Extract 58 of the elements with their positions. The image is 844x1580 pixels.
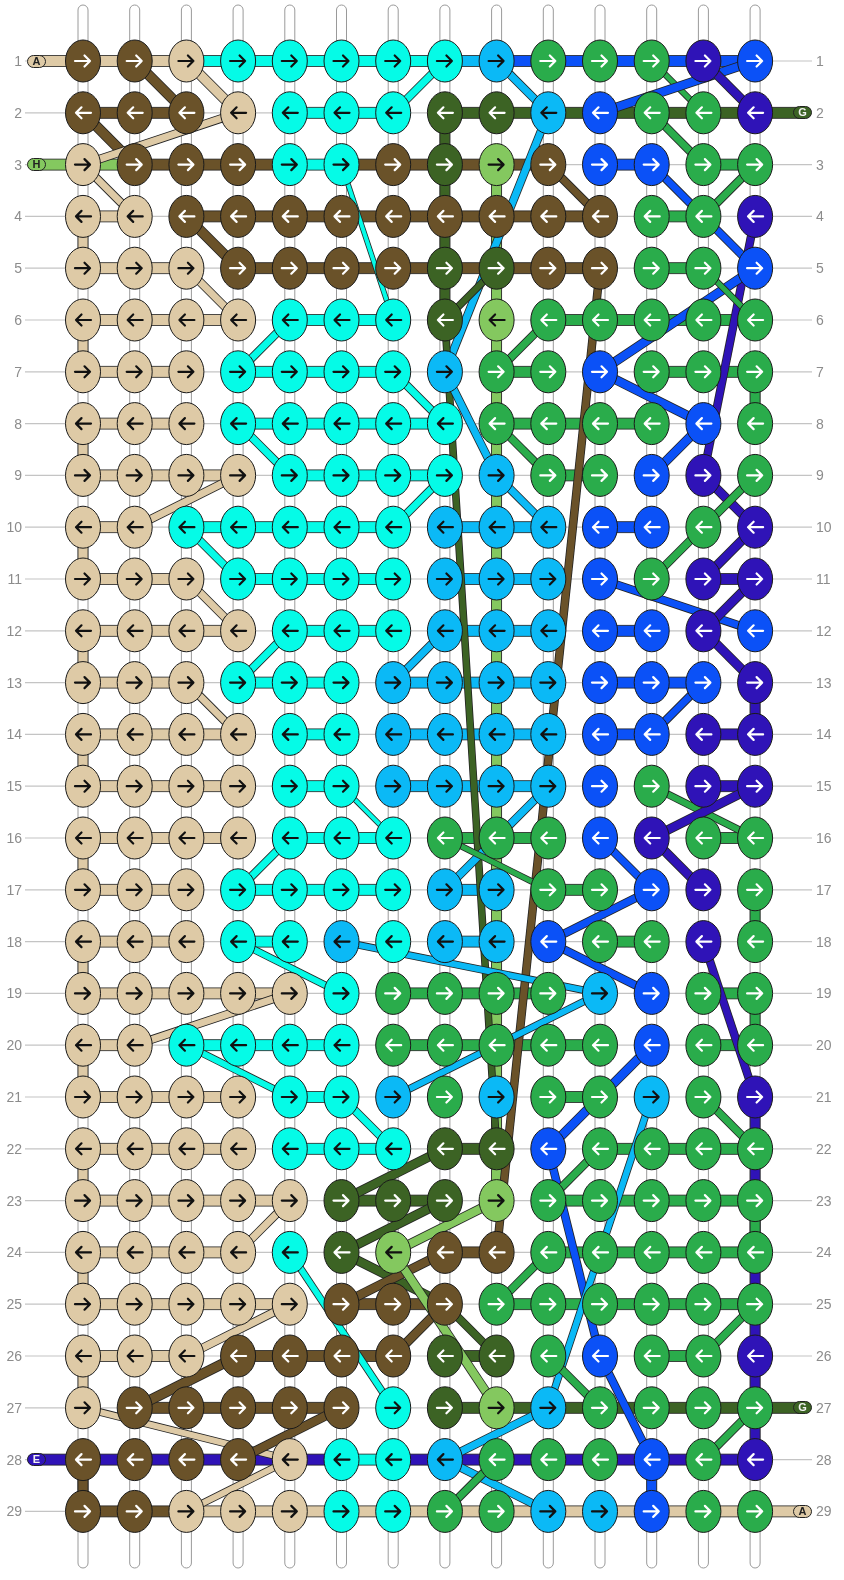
row-number: 26 [6, 1347, 22, 1365]
row-number: 1 [816, 52, 824, 70]
row-number: 8 [816, 414, 824, 433]
row-number: 10 [6, 518, 22, 537]
row-number: 22 [6, 1139, 22, 1158]
row-number: 21 [816, 1088, 832, 1106]
row-number: 24 [816, 1243, 832, 1262]
row-number: 6 [14, 311, 22, 329]
row-number: 15 [816, 777, 832, 796]
row-number: 10 [816, 518, 832, 537]
row-number: 5 [816, 259, 824, 278]
row-number: 1 [14, 52, 22, 70]
row-number: 19 [6, 984, 22, 1003]
row-number: 14 [6, 725, 22, 744]
row-number: 29 [6, 1502, 22, 1521]
row-number: 20 [816, 1036, 832, 1055]
row-number: 24 [6, 1243, 22, 1262]
row-number: 3 [816, 155, 824, 174]
row-number: 21 [6, 1088, 22, 1106]
row-number: 25 [6, 1295, 22, 1314]
row-number: 12 [6, 621, 22, 640]
row-number: 18 [6, 932, 22, 951]
row-number: 27 [6, 1398, 22, 1417]
row-number: 5 [14, 259, 22, 278]
row-number: 6 [816, 311, 824, 329]
row-number: 14 [816, 725, 832, 744]
row-number: 15 [6, 777, 22, 796]
row-number: 2 [14, 103, 22, 122]
row-number: 17 [816, 880, 832, 899]
row-number: 12 [816, 621, 832, 640]
row-number: 11 [7, 570, 22, 588]
row-number: 13 [816, 673, 832, 692]
row-number: 23 [816, 1191, 832, 1210]
row-number: 22 [816, 1139, 832, 1158]
row-number: 17 [6, 880, 22, 899]
row-number: 8 [14, 414, 22, 433]
row-number: 20 [6, 1036, 22, 1055]
row-number: 23 [6, 1191, 22, 1210]
row-number: 4 [14, 207, 22, 226]
row-number: 11 [816, 570, 831, 588]
row-number: 26 [816, 1347, 832, 1365]
row-number: 18 [816, 932, 832, 951]
row-number: 19 [816, 984, 832, 1003]
row-number: 28 [816, 1450, 832, 1469]
row-number: 13 [6, 673, 22, 692]
row-number: 9 [14, 466, 22, 485]
row-number: 25 [816, 1295, 832, 1314]
row-number: 3 [14, 155, 22, 174]
row-number: 29 [816, 1502, 832, 1521]
row-number: 16 [6, 829, 22, 847]
row-number: 7 [816, 362, 824, 381]
row-number: 2 [816, 103, 824, 122]
row-number: 27 [816, 1398, 832, 1417]
row-number: 28 [6, 1450, 22, 1469]
row-number: 16 [816, 829, 832, 847]
row-number: 4 [816, 207, 824, 226]
row-number: 9 [816, 466, 824, 485]
row-number: 7 [14, 362, 22, 381]
